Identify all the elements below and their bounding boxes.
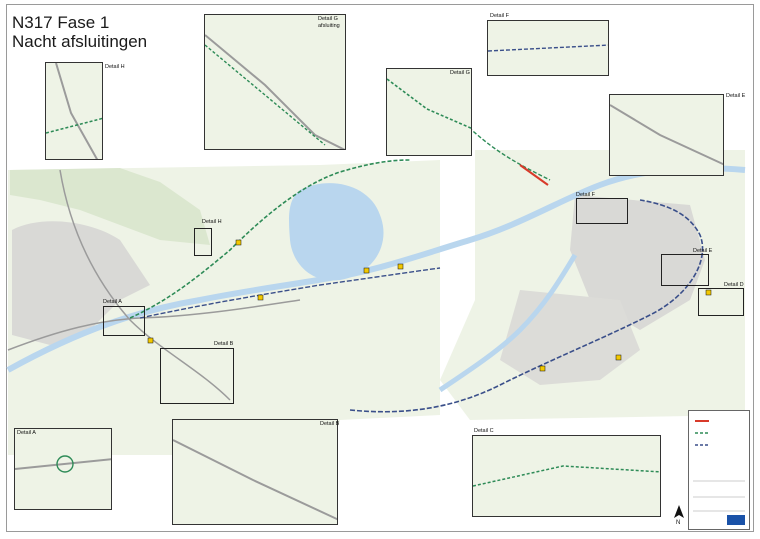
inset-label-c: Detail C	[474, 428, 494, 434]
inset-detail-b-map	[173, 439, 337, 521]
inset-detail-h	[45, 62, 103, 160]
inset-detail-e	[609, 94, 724, 176]
detail-label-f: Detail F	[576, 192, 595, 198]
sign-marker	[539, 365, 546, 372]
map-lake	[289, 183, 384, 281]
detail-label-e: Detail E	[693, 248, 713, 254]
inset-detail-g-right-map	[387, 78, 471, 130]
route-green-east	[429, 89, 551, 181]
sign-marker	[235, 239, 242, 246]
inset-label-b: Detail B	[320, 421, 340, 427]
map-river	[6, 165, 746, 373]
map-urban-west	[12, 221, 150, 345]
inset-label-g-top-1: Detail G	[318, 16, 338, 22]
sheet-border	[6, 4, 754, 532]
inset-detail-b	[172, 419, 338, 525]
map-urban-east	[570, 195, 705, 330]
inset-detail-g-right	[386, 68, 472, 156]
route-green	[129, 159, 411, 319]
detail-label-b: Detail B	[214, 341, 234, 347]
north-label: N	[676, 520, 681, 526]
detail-label-a: Detail A	[103, 299, 122, 305]
north-arrow-icon	[674, 505, 684, 518]
inset-label-h: Detail H	[105, 64, 125, 70]
map-highway-b	[59, 169, 231, 401]
legend-symbols	[693, 420, 745, 525]
detail-frame-h[interactable]	[194, 228, 212, 256]
inset-detail-f-map	[488, 44, 608, 52]
sign-marker	[397, 263, 404, 270]
inset-detail-e-map	[610, 104, 723, 166]
inset-detail-a-map	[15, 455, 111, 473]
detail-frame-a[interactable]	[103, 306, 145, 336]
map-title: N317 Fase 1	[12, 13, 110, 32]
detail-frame-d[interactable]	[698, 288, 744, 316]
sign-marker	[257, 294, 264, 301]
sign-marker	[705, 289, 712, 296]
closure-segment	[519, 164, 549, 186]
map-subtitle: Nacht afsluitingen	[12, 32, 148, 51]
inset-detail-c	[472, 435, 661, 517]
detail-label-d: Detail D	[724, 282, 744, 288]
inset-label-e: Detail E	[726, 93, 746, 99]
inset-detail-a	[14, 428, 112, 510]
inset-label-g-right: Detail G	[450, 70, 470, 76]
inset-detail-g-top-map	[205, 34, 345, 149]
route-blue-east	[349, 199, 704, 413]
sign-marker	[363, 267, 370, 274]
inset-detail-h-map	[46, 63, 102, 159]
detail-label-h: Detail H	[202, 219, 222, 225]
inset-detail-c-map	[473, 465, 660, 487]
route-blue-west	[139, 267, 441, 319]
map-legend	[688, 410, 750, 530]
map-river-south	[438, 253, 578, 393]
detail-frame-e[interactable]	[661, 254, 709, 286]
map-forest	[10, 168, 210, 245]
sign-marker	[615, 354, 622, 361]
inset-detail-g-top	[204, 14, 346, 150]
inset-label-g-top-2: afsluiting	[318, 23, 340, 29]
inset-label-f: Detail F	[490, 13, 509, 19]
inset-detail-f	[487, 20, 609, 76]
detail-frame-b[interactable]	[160, 348, 234, 404]
detail-frame-f[interactable]	[576, 198, 628, 224]
inset-label-a: Detail A	[17, 430, 36, 436]
sign-marker	[147, 337, 154, 344]
